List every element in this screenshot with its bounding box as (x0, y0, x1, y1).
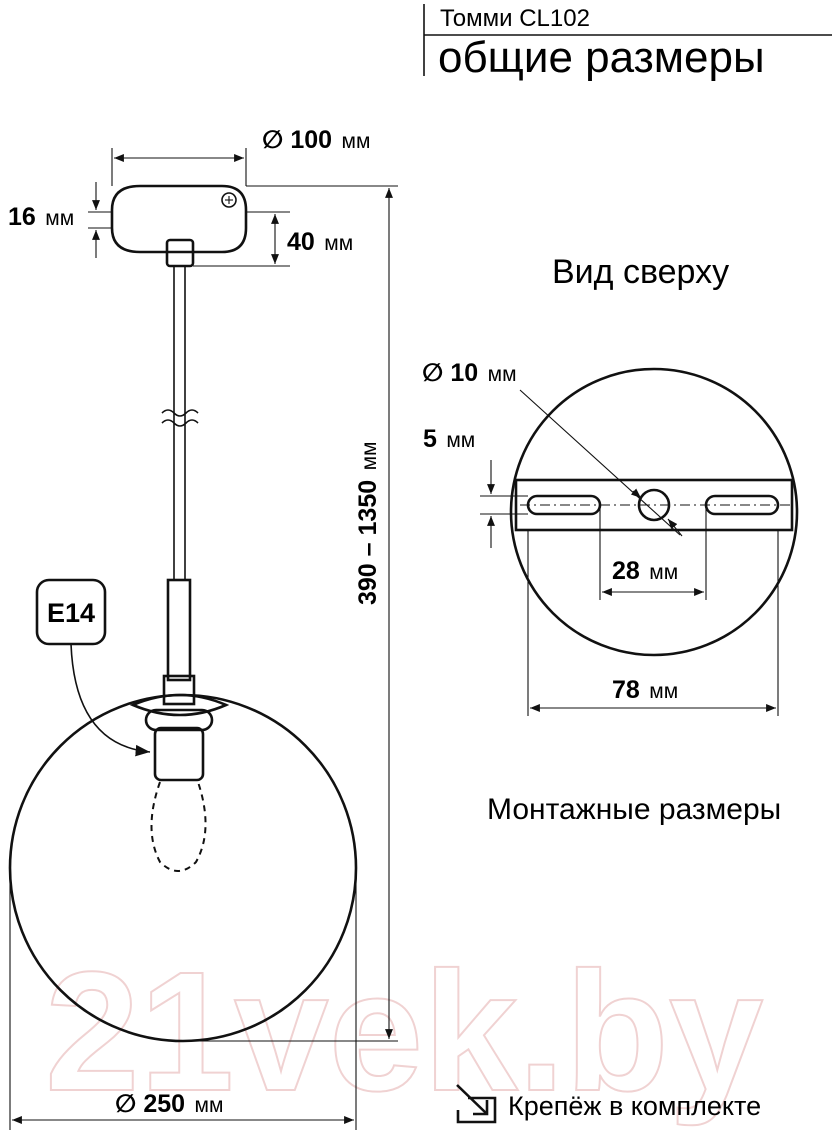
socket-body (153, 726, 205, 782)
side-view: E14 ∅ 100 мм 16 мм 40 мм 390 (8, 126, 398, 1130)
canopy-top (509, 367, 799, 657)
socket-cap (162, 674, 196, 706)
model-name: Томми CL102 (440, 5, 590, 32)
canopy-screw-icon (221, 192, 237, 208)
top-view-title: Вид сверху (552, 253, 729, 291)
socket-ring (144, 708, 214, 732)
mount-note: Крепёж в комплекте (508, 1091, 761, 1121)
canopy-diameter-label: ∅ 100 мм (262, 126, 370, 154)
footer-note: Крепёж в комплекте (456, 1084, 761, 1124)
arrow-into-box-icon (456, 1084, 497, 1124)
top-view: Вид сверху ∅ 10 мм 5 мм 28 мм (422, 253, 799, 826)
mounting-plate (514, 478, 794, 532)
plate-length-label: 78 мм (612, 676, 678, 704)
socket-label: E14 (47, 598, 95, 628)
mounting-caption: Монтажные размеры (487, 793, 781, 826)
canopy (110, 184, 248, 254)
slot-spacing-label: 28 мм (612, 557, 678, 585)
total-height-label: 390 – 1350 мм (354, 442, 382, 605)
socket-label-leader (70, 643, 151, 757)
bulb-outline (150, 781, 207, 872)
shade-diameter-label: ∅ 250 мм (115, 1090, 223, 1118)
cord-break-mark (161, 409, 199, 417)
watermark: 21vek.by (45, 937, 763, 1127)
hole-diameter-leader (519, 389, 681, 536)
cord-grip (165, 238, 195, 268)
canopy-height-label: 16 мм (8, 203, 74, 231)
header: Томми CL102 общие размеры (423, 4, 832, 82)
page-title: общие размеры (438, 33, 765, 82)
canopy-total-height-label: 40 мм (287, 228, 353, 256)
slot-width-label: 5 мм (423, 425, 475, 453)
cord-sleeve (166, 578, 192, 682)
hole-diameter-label: ∅ 10 мм (422, 359, 517, 387)
